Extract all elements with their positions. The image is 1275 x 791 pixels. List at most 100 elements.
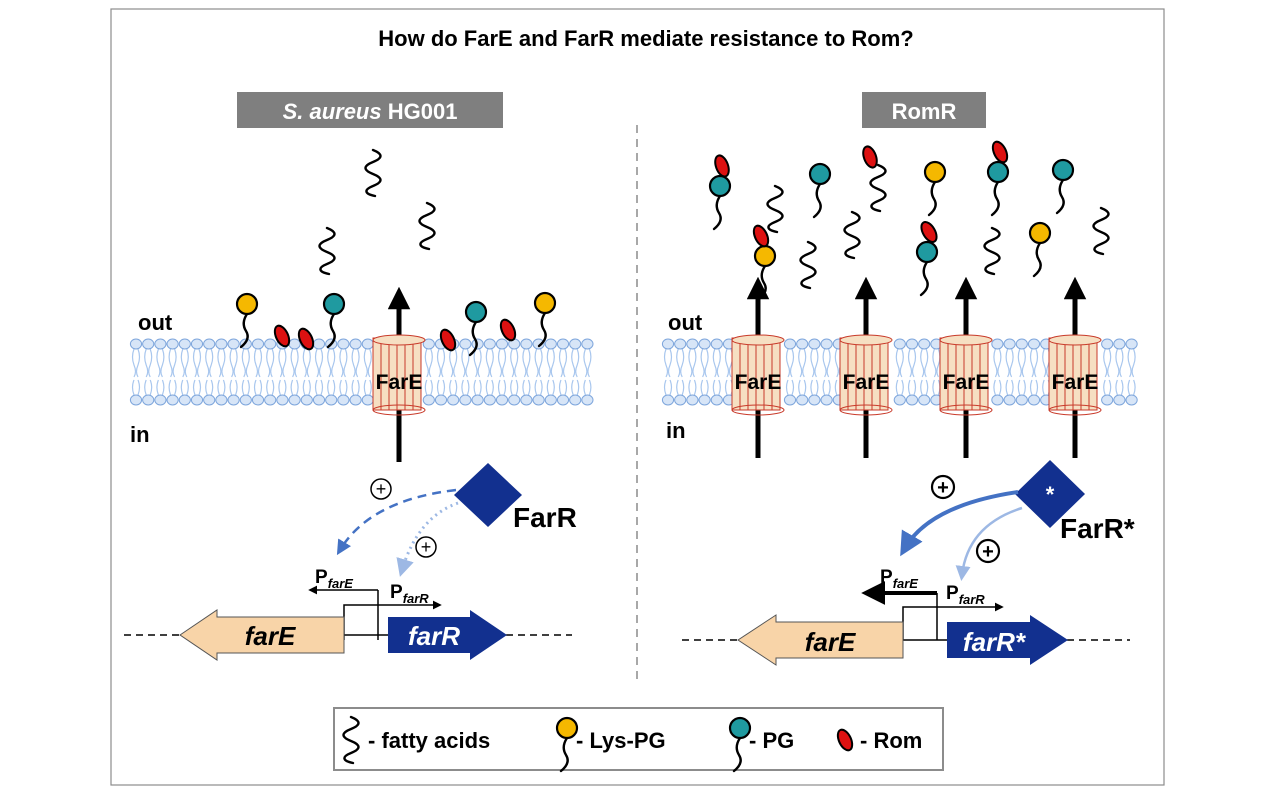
phospholipid (710, 338, 723, 406)
right-in-label: in (666, 418, 686, 443)
phospholipid (674, 338, 687, 406)
phospholipid (142, 338, 155, 406)
fare-pump-label: FarE (843, 371, 890, 394)
farr-label: FarR (513, 502, 577, 533)
rom-icon (836, 728, 854, 752)
rom-molecule (920, 221, 938, 243)
phospholipid (544, 338, 557, 406)
fare-pump-icon (1048, 334, 1102, 416)
farr-star-mark: * (1046, 482, 1055, 507)
phospholipid (893, 338, 906, 406)
svg-text:+: + (376, 479, 387, 499)
left-lipids (235, 291, 557, 357)
phospholipid (1015, 338, 1028, 406)
phospholipid (190, 338, 204, 406)
pg-molecule (1051, 158, 1075, 215)
legend: - fatty acids - Lys-PG - PG - Rom (333, 707, 944, 773)
lys-pg-molecule (1028, 221, 1052, 278)
phospholipid (337, 338, 350, 406)
phospholipid (520, 338, 533, 406)
phospholipid (434, 338, 448, 406)
phospholipid (251, 338, 265, 406)
phospholipid (796, 338, 809, 406)
phospholipid (483, 338, 496, 406)
phospholipid (556, 338, 570, 406)
phospholipid (1027, 338, 1041, 406)
phospholipid (532, 338, 545, 406)
pg-molecule (915, 240, 939, 297)
rom-molecule (752, 224, 770, 248)
phospholipid (508, 338, 521, 406)
fare-pump-icon (939, 334, 993, 416)
plus-icon (370, 478, 392, 500)
rom-molecule (297, 327, 315, 351)
phospholipid (783, 338, 797, 406)
gene-fare-label: farE (805, 627, 856, 657)
left-out-label: out (138, 310, 173, 335)
phospholipid (495, 338, 509, 406)
phospholipid (820, 338, 833, 406)
left-in-label: in (130, 422, 150, 447)
fare-pump-label: FarE (1052, 371, 1099, 394)
legend-fatty-acids: - fatty acids (368, 728, 490, 753)
rom-molecule (273, 324, 291, 348)
gene-fare-arrow (737, 614, 904, 666)
pg-molecule (708, 174, 732, 231)
phospholipid (264, 338, 277, 406)
farr-star-label: FarR* (1060, 513, 1135, 544)
legend-rom: - Rom (860, 728, 922, 753)
activation-arrow-fare (336, 488, 457, 556)
rom-molecule (862, 145, 878, 169)
promoter-farr-label: PfarR (390, 582, 429, 606)
activation-arrow-fare-strong (900, 490, 1019, 557)
phospholipid (349, 338, 362, 406)
phospholipid (581, 338, 594, 406)
rom-molecule (439, 328, 457, 352)
svg-text:+: + (937, 477, 949, 499)
phospholipid (905, 338, 919, 406)
promoter-farr-label: PfarR (946, 583, 985, 607)
fare-pump-label: FarE (735, 371, 782, 394)
fare-pump-icon (839, 334, 893, 416)
phospholipid (215, 338, 228, 406)
phospholipid (1113, 338, 1126, 406)
promoter-fare-label: PfarE (315, 567, 353, 591)
gene-fare-label: farE (245, 621, 296, 651)
svg-text:+: + (421, 537, 432, 557)
phospholipid (203, 338, 216, 406)
fare-pump-icon (372, 334, 426, 416)
plus-icon (415, 536, 437, 558)
phospholipid (129, 338, 143, 406)
rom-molecule (499, 318, 517, 342)
farr-star-regulator-icon (1015, 460, 1085, 528)
phospholipid (154, 338, 167, 406)
phospholipid (288, 338, 301, 406)
phospholipid (698, 338, 711, 406)
figure-title: How do FarE and FarR mediate resistance … (378, 26, 913, 51)
pg-molecule (322, 292, 346, 349)
fare-pump-label: FarE (376, 371, 423, 394)
right-strain-box (862, 92, 986, 128)
farr-regulator-icon (454, 463, 522, 527)
phospholipid (686, 338, 699, 406)
pg-molecule (464, 300, 488, 357)
phospholipid (1003, 338, 1016, 406)
pg-icon (728, 716, 752, 773)
left-membrane (129, 338, 594, 406)
phospholipid (459, 338, 472, 406)
rom-molecule (991, 140, 1009, 164)
svg-text:+: + (982, 541, 994, 563)
plus-icon (930, 474, 956, 500)
fare-pump-label: FarE (943, 371, 990, 394)
gene-farr-label: farR (408, 621, 460, 651)
pg-icon (728, 716, 752, 773)
right-out-label: out (668, 310, 703, 335)
right-exported-molecules (708, 140, 1110, 301)
promoter-fare-label: PfarE (880, 567, 918, 591)
legend-lys-pg: - Lys-PG (576, 728, 666, 753)
activation-arrow-farr (955, 506, 1023, 581)
left-strain-label: S. aureus HG001 (283, 99, 458, 124)
fare-pump (372, 334, 426, 416)
phospholipid (166, 338, 179, 406)
